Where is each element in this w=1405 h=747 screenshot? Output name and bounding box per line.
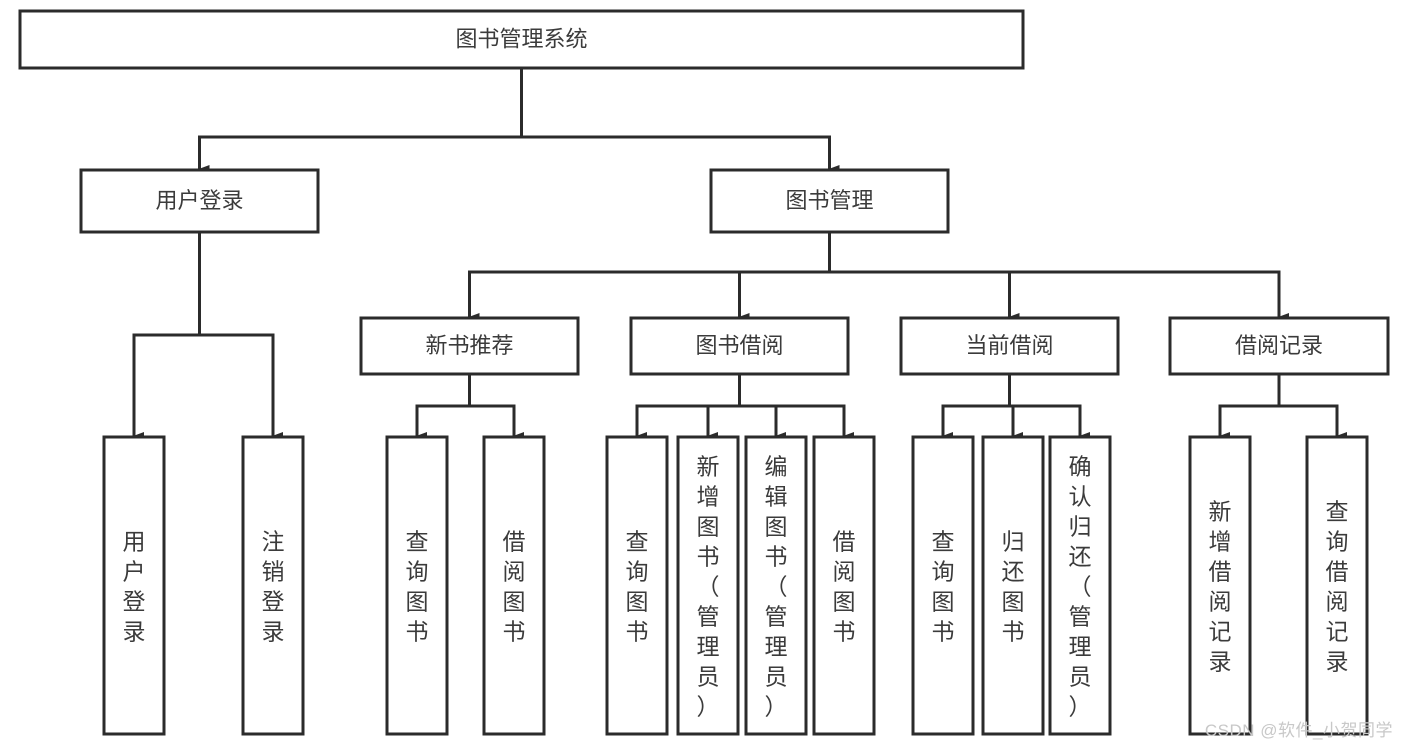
node-leaf-query-book-rec[interactable]: 查询图书 [385,435,449,736]
node-leaf-edit-book-admin-label: 编辑图书（管理员） [765,454,788,720]
node-current-borrow-box[interactable] [899,316,1120,376]
node-layer: 图书管理系统用户登录图书管理新书推荐图书借阅当前借阅借阅记录用户登录注销登录查询… [18,9,1390,736]
node-leaf-add-borrow-record-box[interactable] [1188,435,1252,736]
node-leaf-query-book-rec-box[interactable] [385,435,449,736]
node-user-login[interactable]: 用户登录 [79,168,320,234]
node-leaf-add-book-admin[interactable]: 新增图书（管理员） [676,435,740,736]
node-book-management-box[interactable] [709,168,950,234]
node-root-box[interactable] [18,9,1025,70]
node-new-book-recommend[interactable]: 新书推荐 [359,316,580,376]
node-leaf-user-login[interactable]: 用户登录 [102,435,166,736]
node-borrow-records-label: 借阅记录 [1235,333,1323,358]
node-leaf-query-borrow-record-box[interactable] [1305,435,1369,736]
node-leaf-return-book-box[interactable] [981,435,1045,736]
node-leaf-confirm-return-admin[interactable]: 确认归还（管理员） [1048,435,1112,736]
node-borrow-records[interactable]: 借阅记录 [1168,316,1390,376]
node-current-borrow[interactable]: 当前借阅 [899,316,1120,376]
node-leaf-borrow-book-bb[interactable]: 借阅图书 [812,435,876,736]
node-leaf-add-borrow-record[interactable]: 新增借阅记录 [1188,435,1252,736]
node-leaf-query-borrow-record-label: 查询借阅记录 [1326,499,1349,675]
node-book-management-label: 图书管理 [785,188,873,213]
node-leaf-borrow-book-rec[interactable]: 借阅图书 [482,435,546,736]
node-book-borrow-box[interactable] [629,316,850,376]
node-leaf-logout-label: 注销登录 [262,529,285,645]
node-borrow-records-box[interactable] [1168,316,1390,376]
node-leaf-query-book-bb-box[interactable] [605,435,669,736]
node-root[interactable]: 图书管理系统 [18,9,1025,70]
node-leaf-logout[interactable]: 注销登录 [241,435,305,736]
node-leaf-query-book-cb-label: 查询图书 [932,529,955,645]
node-book-management[interactable]: 图书管理 [709,168,950,234]
node-leaf-user-login-box[interactable] [102,435,166,736]
node-leaf-query-book-bb-label: 查询图书 [626,529,649,645]
node-leaf-borrow-book-bb-box[interactable] [812,435,876,736]
node-leaf-add-book-admin-label: 新增图书（管理员） [697,454,720,720]
csdn-watermark: CSDN @软件_小贺同学 [1204,721,1393,740]
connector-layer [132,66,1348,441]
node-leaf-query-book-rec-label: 查询图书 [406,529,429,645]
node-leaf-borrow-book-rec-box[interactable] [482,435,546,736]
node-book-borrow[interactable]: 图书借阅 [629,316,850,376]
node-leaf-confirm-return-admin-label: 确认归还（管理员） [1069,454,1092,720]
node-root-label: 图书管理系统 [455,26,587,51]
node-leaf-return-book-label: 归还图书 [1002,529,1025,645]
node-leaf-borrow-book-bb-label: 借阅图书 [833,529,856,645]
node-leaf-borrow-book-rec-label: 借阅图书 [503,529,526,645]
node-current-borrow-label: 当前借阅 [965,333,1053,358]
node-leaf-query-book-cb-box[interactable] [911,435,975,736]
node-leaf-return-book[interactable]: 归还图书 [981,435,1045,736]
node-leaf-confirm-return-admin-box[interactable] [1048,435,1112,736]
node-leaf-edit-book-admin[interactable]: 编辑图书（管理员） [744,435,808,736]
node-new-book-recommend-box[interactable] [359,316,580,376]
node-leaf-edit-book-admin-box[interactable] [744,435,808,736]
node-leaf-query-book-cb[interactable]: 查询图书 [911,435,975,736]
node-user-login-label: 用户登录 [155,188,243,213]
node-leaf-query-borrow-record[interactable]: 查询借阅记录 [1305,435,1369,736]
node-leaf-query-book-bb[interactable]: 查询图书 [605,435,669,736]
node-leaf-user-login-label: 用户登录 [123,529,146,645]
node-leaf-add-borrow-record-label: 新增借阅记录 [1209,499,1232,675]
node-new-book-recommend-label: 新书推荐 [425,333,513,358]
node-book-borrow-label: 图书借阅 [695,333,783,358]
node-leaf-add-book-admin-box[interactable] [676,435,740,736]
node-leaf-logout-box[interactable] [241,435,305,736]
node-user-login-box[interactable] [79,168,320,234]
